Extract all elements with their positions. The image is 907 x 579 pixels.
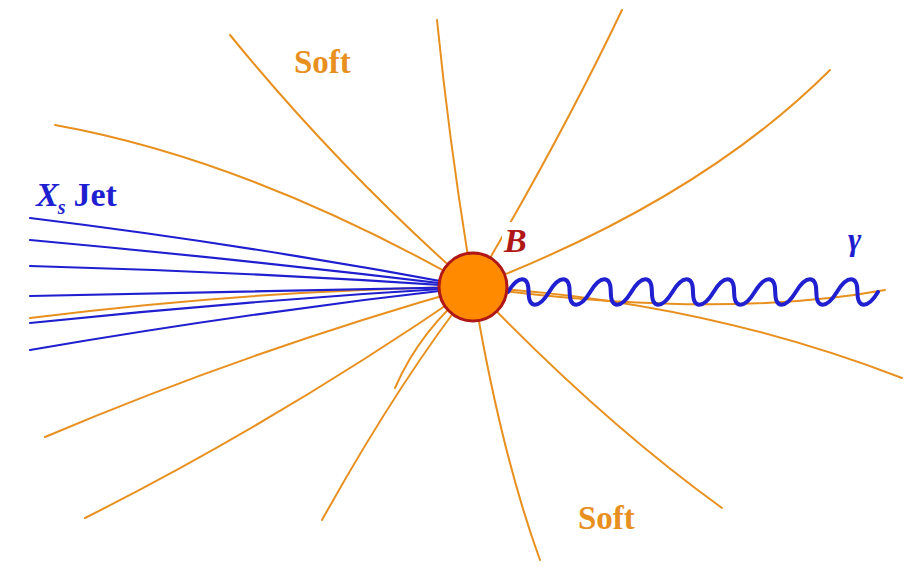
jet-lines (30, 218, 473, 350)
subscript: s (58, 196, 66, 218)
region-label: Soft (292, 44, 353, 80)
soft-lines (30, 10, 902, 560)
photon-label: γ (846, 222, 863, 257)
particle-label: B (502, 222, 529, 259)
jet-label: Jet (71, 176, 118, 213)
photon-wave (508, 279, 878, 304)
meson-circle: B (436, 220, 548, 326)
circle-outline (436, 220, 548, 326)
region-label: Soft (576, 500, 637, 536)
jet-symbol: X (36, 176, 59, 213)
